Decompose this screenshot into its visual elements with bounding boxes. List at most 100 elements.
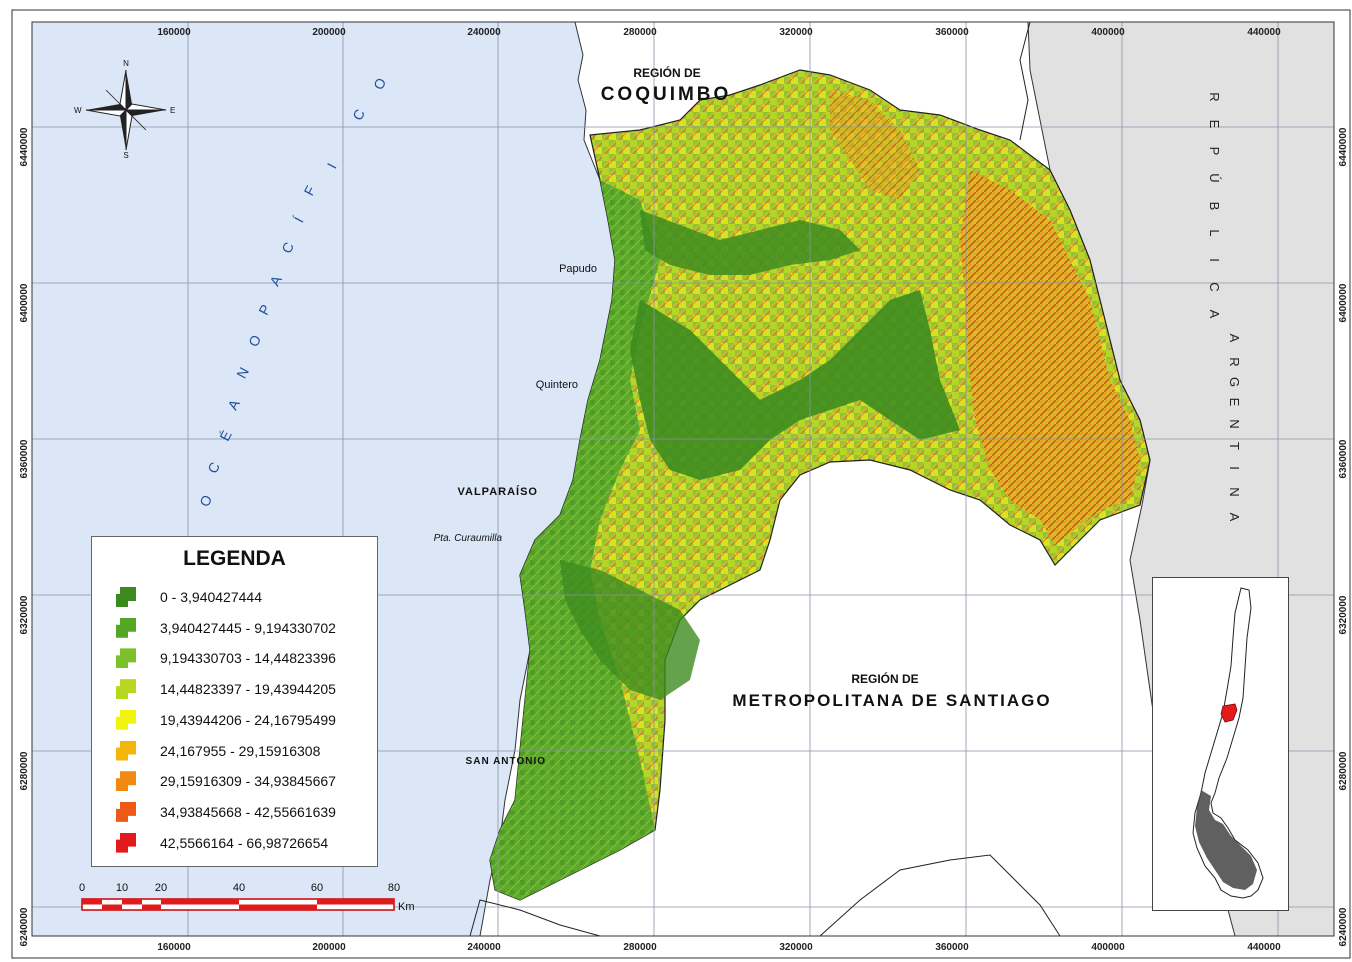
scale-tick-10: 10: [116, 882, 128, 894]
patagonia-islands: [1195, 790, 1257, 890]
legend-item: 42,5566164 - 66,98726654: [116, 830, 328, 856]
scale-tick-0: 0: [79, 882, 85, 894]
legend-label: 9,194330703 - 14,44823396: [160, 650, 336, 667]
legend: LEGENDA 0 - 3,940427444 3,940427445 - 9,1…: [91, 536, 378, 867]
x-tick-bottom: 400000: [1091, 942, 1125, 953]
x-tick-bottom: 200000: [312, 942, 346, 953]
country-letter: E: [1207, 120, 1222, 129]
country-letter: R: [1227, 357, 1242, 366]
region-north-prefix: REGIÓN DE: [633, 65, 700, 80]
x-tick-top: 360000: [935, 27, 969, 38]
x-tick-top: 320000: [779, 27, 813, 38]
y-ticks-right: 6440000640000063600006320000628000062400…: [1338, 127, 1349, 946]
scale-unit: Km: [398, 901, 415, 913]
country-letter: B: [1207, 202, 1222, 211]
scale-tick-40: 40: [233, 882, 245, 894]
legend-swatch: [116, 771, 136, 792]
legend-swatch: [116, 709, 136, 730]
y-tick-left: 6320000: [19, 595, 30, 634]
valparaiso-highlight: [1220, 703, 1238, 723]
scale-bar: 0 10 20 40 60 80 Km: [79, 882, 415, 913]
x-tick-bottom: 160000: [157, 942, 191, 953]
legend-swatch: [116, 679, 136, 700]
ocean-letter: Í: [291, 214, 307, 225]
compass-rose: N S E W: [74, 59, 175, 160]
compass-e: E: [170, 106, 175, 115]
y-tick-left: 6400000: [19, 283, 30, 322]
y-ticks-left: 6440000640000063600006320000628000062400…: [19, 127, 30, 946]
legend-item: 19,43944206 - 24,16795499: [116, 707, 336, 733]
city-san-antonio: SAN ANTONIO: [466, 756, 546, 767]
country-letter: G: [1227, 377, 1242, 387]
city-papudo: Papudo: [559, 263, 597, 275]
legend-swatch: [116, 617, 136, 638]
region-north-name: COQUIMBO: [601, 84, 732, 105]
country-letter: N: [1227, 487, 1242, 496]
scale-tick-20: 20: [155, 882, 167, 894]
x-tick-bottom: 240000: [467, 942, 501, 953]
country-letter: P: [1207, 147, 1222, 156]
legend-swatch: [116, 648, 136, 669]
country-letter: A: [1227, 513, 1242, 522]
cape-curaumilla: Pta. Curaumilla: [434, 533, 503, 544]
legend-label: 19,43944206 - 24,16795499: [160, 711, 336, 728]
coastal-lowlands: [490, 180, 660, 900]
x-tick-bottom: 320000: [779, 942, 813, 953]
legend-item: 0 - 3,940427444: [116, 584, 262, 610]
country-letter: C: [1207, 282, 1222, 291]
country-letter: I: [1227, 466, 1242, 470]
x-tick-top: 400000: [1091, 27, 1125, 38]
y-tick-right: 6320000: [1338, 595, 1349, 634]
scale-tick-80: 80: [388, 882, 400, 894]
locator-inset: [1152, 577, 1289, 911]
legend-item: 3,940427445 - 9,194330702: [116, 615, 336, 641]
legend-item: 9,194330703 - 14,44823396: [116, 645, 336, 671]
compass-n: N: [123, 59, 129, 68]
legend-title: LEGENDA: [183, 547, 286, 570]
compass-s: S: [123, 151, 128, 160]
legend-swatch: [116, 832, 136, 853]
legend-label: 24,167955 - 29,15916308: [160, 742, 321, 759]
legend-item: 24,167955 - 29,15916308: [116, 738, 320, 764]
metropolitana-boundary: [469, 854, 1061, 936]
y-tick-right: 6240000: [1338, 907, 1349, 946]
country-letter: I: [1207, 258, 1222, 262]
y-tick-left: 6360000: [19, 439, 30, 478]
country-letter: L: [1207, 229, 1222, 236]
legend-item: 34,93845668 - 42,55661639: [116, 799, 336, 825]
legend-label: 3,940427445 - 9,194330702: [160, 619, 336, 636]
country-letter: A: [1227, 334, 1242, 343]
country-letter: R: [1207, 92, 1222, 101]
legend-item: 29,15916309 - 34,93845667: [116, 768, 336, 794]
map-inner-frame: [31, 21, 1335, 937]
x-tick-bottom: 360000: [935, 942, 969, 953]
y-tick-left: 6440000: [19, 127, 30, 166]
city-quintero: Quintero: [536, 379, 578, 391]
ligua-valley: [640, 210, 860, 275]
legend-label: 29,15916309 - 34,93845667: [160, 773, 336, 790]
legend-swatch: [116, 740, 136, 761]
aconcagua-valley: [630, 290, 960, 480]
andean-slopes: [960, 170, 1140, 545]
y-tick-right: 6400000: [1338, 283, 1349, 322]
x-ticks-bottom: 160000 200000 240000 280000 320000 360000 4000…: [157, 942, 1281, 953]
y-tick-left: 6280000: [19, 751, 30, 790]
legend-item: 14,44823397 - 19,43944205: [116, 676, 336, 702]
coquimbo-boundary: [1019, 22, 1031, 141]
region-south-prefix: REGIÓN DE: [851, 671, 918, 686]
x-tick-top: 440000: [1247, 27, 1281, 38]
legend-label: 14,44823397 - 19,43944205: [160, 681, 336, 698]
country-letter: T: [1227, 442, 1242, 450]
x-tick-bottom: 280000: [623, 942, 657, 953]
legend-swatch: [116, 801, 136, 822]
country-letter: N: [1227, 419, 1242, 428]
x-tick-top: 160000: [157, 27, 191, 38]
legend-swatch: [116, 587, 136, 607]
region-south-name: METROPOLITANA DE SANTIAGO: [732, 691, 1051, 710]
y-tick-right: 6440000: [1338, 127, 1349, 166]
x-tick-top: 200000: [312, 27, 346, 38]
ocean-letter: I: [324, 160, 340, 171]
